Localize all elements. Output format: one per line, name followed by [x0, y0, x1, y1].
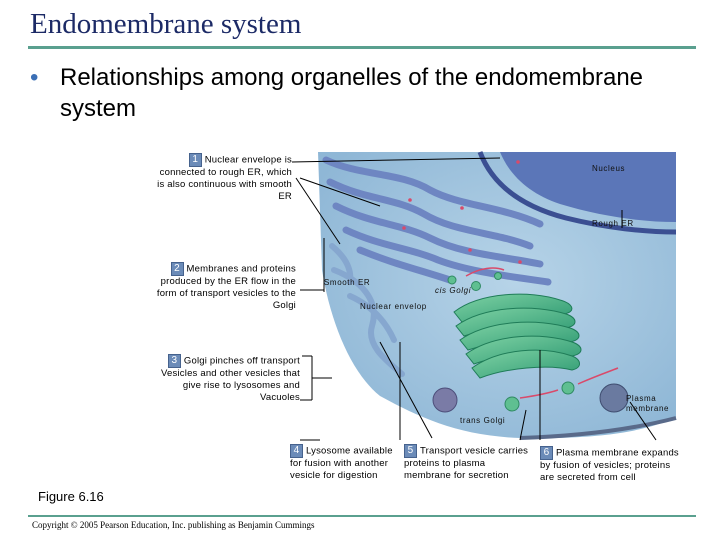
copyright-text: Copyright © 2005 Pearson Education, Inc.… — [32, 520, 315, 530]
figure-label: Figure 6.16 — [38, 489, 104, 504]
nucleus-shape — [500, 152, 676, 222]
lysosome-vesicle — [432, 387, 458, 413]
label-plasma-membrane: Plasma membrane — [626, 394, 670, 413]
step-2-text: Membranes and proteins produced by the E… — [156, 263, 296, 311]
step-4-text: Lysosome available for fusion with anoth… — [290, 445, 393, 481]
bullet-icon: • — [30, 64, 39, 91]
secretory-vesicle — [504, 396, 520, 412]
ribosome-dots — [402, 160, 522, 264]
label-nuclear-envelope: Nuclear envelop — [360, 302, 427, 311]
nuclear-envelope-shape — [477, 151, 677, 235]
step-2-number: 2 — [170, 262, 184, 276]
footer-divider — [28, 515, 696, 517]
step-3-number: 3 — [167, 354, 181, 368]
flow-arrow-to-golgi — [465, 267, 505, 277]
leader-lines — [291, 157, 657, 441]
label-cis-golgi: cis Golgi — [435, 286, 472, 295]
bullet-text: Relationships among organelles of the en… — [60, 64, 644, 122]
smooth-er-shape — [329, 243, 405, 377]
label-nucleus: Nucleus — [592, 164, 626, 173]
golgi-apparatus-shape — [453, 293, 582, 379]
flow-arrow-to-membrane — [577, 367, 619, 385]
label-rough-er: Rough ER — [592, 219, 634, 228]
label-smooth-er: Smooth ER — [324, 278, 371, 287]
step-4-number: 4 — [290, 444, 303, 458]
step-6-number: 6 — [540, 446, 553, 460]
step-1-text: Nuclear envelope is connected to rough E… — [157, 154, 292, 202]
fusing-vesicle — [599, 383, 629, 413]
label-trans-golgi: trans Golgi — [460, 416, 506, 425]
transport-vesicles — [447, 272, 502, 291]
secretory-vesicle-2 — [561, 381, 575, 395]
step-1-number: 1 — [188, 153, 202, 167]
rough-er-shape — [322, 156, 552, 286]
step-5-number: 5 — [404, 444, 417, 458]
step-3-text: Golgi pinches off transport Vesicles and… — [161, 355, 300, 403]
step-5-text: Transport vesicle carries proteins to pl… — [404, 445, 529, 481]
slide-title: Endomembrane system — [30, 8, 302, 40]
step-6-text: Plasma membrane expands by fusion of ves… — [540, 447, 679, 483]
title-divider — [28, 46, 696, 49]
